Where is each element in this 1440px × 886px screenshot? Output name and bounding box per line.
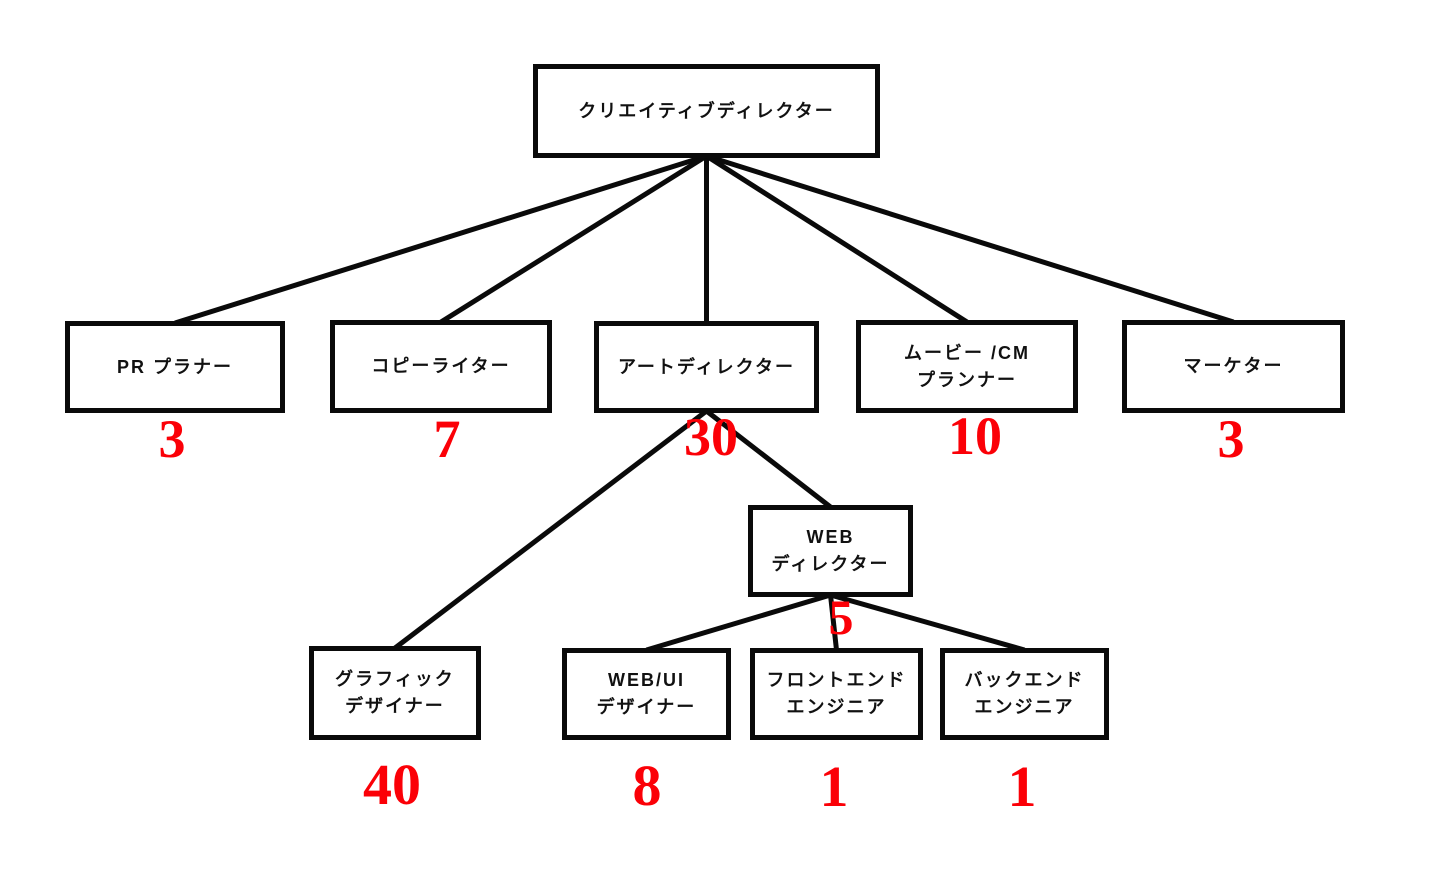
- org-node-marketer: マーケター: [1122, 320, 1345, 413]
- headcount-graphic-designer: 40: [363, 752, 421, 817]
- org-node-movie-cm-planner: ムービー /CM プランナー: [856, 320, 1078, 413]
- org-edge-creative-director--copywriter: [439, 153, 708, 325]
- org-node-label-backend-engineer: バックエンド エンジニア: [964, 670, 1085, 717]
- headcount-art-director: 30: [684, 407, 738, 467]
- org-node-label-graphic-designer: グラフィック デザイナー: [335, 669, 455, 716]
- headcount-web-director: 5: [828, 589, 854, 645]
- org-node-graphic-designer: グラフィック デザイナー: [309, 646, 481, 740]
- org-node-label-movie-cm-planner: ムービー /CM プランナー: [904, 342, 1030, 390]
- headcount-webui-designer: 8: [632, 753, 662, 818]
- org-edge-art-director--web-director: [704, 409, 833, 509]
- org-edge-creative-director--marketer: [705, 153, 1235, 325]
- headcount-backend-engineer: 1: [1007, 754, 1037, 819]
- headcount-frontend-engineer: 1: [819, 754, 849, 819]
- org-edge-creative-director--pr-planner: [174, 153, 708, 326]
- org-edge-web-director--backend-engineer: [829, 592, 1026, 653]
- org-node-label-creative-director: クリエイティブディレクター: [578, 100, 835, 121]
- headcount-pr-planner: 3: [158, 409, 186, 469]
- org-node-label-webui-designer: WEB/UI デザイナー: [596, 670, 697, 717]
- headcount-copywriter: 7: [433, 409, 461, 469]
- org-edge-creative-director--movie-cm-planner: [705, 153, 969, 325]
- org-edge-web-director--webui-designer: [645, 592, 832, 653]
- org-node-backend-engineer: バックエンド エンジニア: [940, 648, 1109, 740]
- org-edge-art-director--graphic-designer: [393, 409, 709, 650]
- org-node-webui-designer: WEB/UI デザイナー: [562, 648, 731, 740]
- org-node-copywriter: コピーライター: [330, 320, 552, 413]
- org-node-label-art-director: アートディレクター: [618, 356, 795, 377]
- headcount-movie-cm-planner: 10: [948, 406, 1002, 466]
- org-node-creative-director: クリエイティブディレクター: [533, 64, 880, 158]
- org-node-frontend-engineer: フロントエンド エンジニア: [750, 648, 923, 740]
- headcount-marketer: 3: [1217, 409, 1245, 469]
- org-node-label-web-director: WEB ディレクター: [771, 527, 890, 574]
- org-node-label-copywriter: コピーライター: [371, 356, 511, 376]
- org-node-label-frontend-engineer: フロントエンド エンジニア: [766, 670, 907, 717]
- org-node-pr-planner: PR プラナー: [65, 321, 285, 413]
- org-node-label-marketer: マーケター: [1183, 356, 1284, 376]
- org-node-label-pr-planner: PR プラナー: [116, 356, 233, 377]
- org-node-web-director: WEB ディレクター: [748, 505, 913, 597]
- org-edge-web-director--frontend-engineer: [828, 594, 839, 651]
- org-node-art-director: アートディレクター: [594, 321, 819, 413]
